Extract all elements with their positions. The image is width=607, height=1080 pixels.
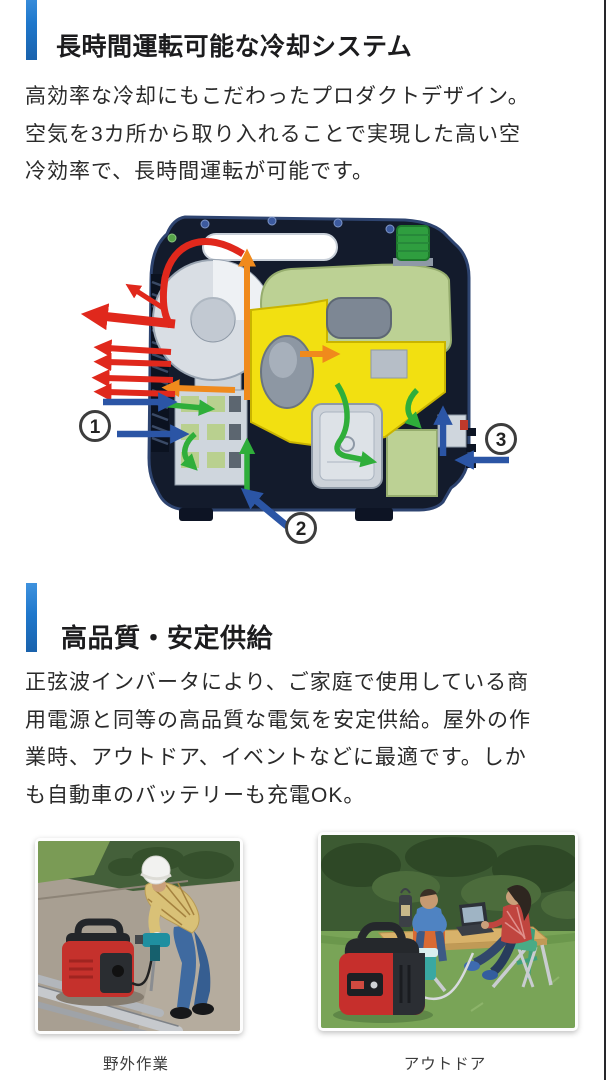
photo-caption-outdoor: アウトドア bbox=[403, 1056, 487, 1073]
outdoor-illustration bbox=[321, 835, 575, 1028]
camper-woman bbox=[464, 884, 538, 988]
body-paragraph-cooling: 高効率な冷却にもこだわったプロダクトデザイン。 空気を3カ所から取り入れることで… bbox=[25, 85, 530, 183]
photo-caption-field-work: 野外作業 bbox=[102, 1056, 169, 1073]
portable-generator bbox=[333, 922, 475, 1023]
portable-generator bbox=[62, 918, 156, 997]
worker bbox=[140, 855, 214, 1019]
air-duct bbox=[386, 429, 438, 497]
callout-3: 3 bbox=[485, 423, 517, 455]
section-heading-cooling: 長時間運転可能な冷却システム bbox=[56, 32, 413, 61]
photo-field-work bbox=[35, 838, 243, 1034]
foot-left bbox=[179, 508, 213, 521]
body-paragraph-quality: 正弦波インバータにより、ご家庭で使用している商 用電源と同等の高品質な電気を安定… bbox=[25, 671, 531, 807]
fuel-cap bbox=[393, 225, 433, 266]
field-work-illustration bbox=[38, 841, 240, 1031]
lantern bbox=[399, 888, 412, 927]
callout-2: 2 bbox=[285, 512, 317, 544]
heat-path-arrows bbox=[161, 248, 341, 400]
intake-arrows bbox=[103, 392, 509, 529]
callout-1: 1 bbox=[79, 410, 111, 442]
callout-1-number: 1 bbox=[90, 417, 101, 438]
photo-outdoor bbox=[318, 832, 578, 1031]
callout-3-number: 3 bbox=[496, 430, 507, 451]
callout-2-number: 2 bbox=[296, 519, 307, 540]
engine-block bbox=[250, 298, 446, 449]
heading-accent-bar bbox=[26, 583, 37, 652]
cylinder-highlight bbox=[269, 342, 297, 378]
carburetor bbox=[370, 349, 408, 379]
screen-right-edge bbox=[604, 0, 606, 1080]
generator-cutaway-illustration: 1 2 3 bbox=[79, 215, 517, 544]
heading-accent-bar bbox=[26, 0, 37, 60]
inner-detail bbox=[460, 420, 468, 430]
cooling-airflow-diagram: 1 2 3 bbox=[75, 212, 525, 552]
case-bolts bbox=[167, 216, 395, 243]
foot-right bbox=[355, 508, 393, 521]
power-drill bbox=[135, 933, 170, 992]
rotor bbox=[326, 297, 392, 339]
section-heading-quality: 高品質・安定供給 bbox=[61, 622, 274, 653]
